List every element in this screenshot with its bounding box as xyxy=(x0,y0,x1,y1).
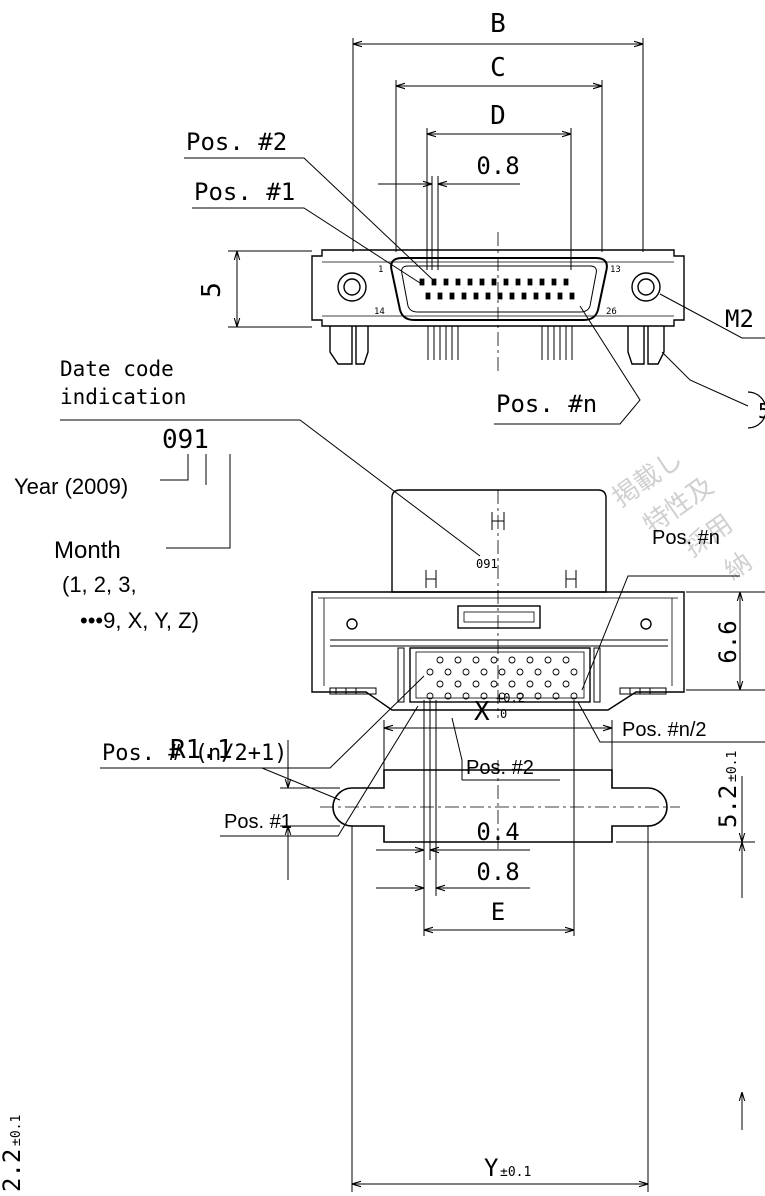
tail-pins-left xyxy=(427,326,459,360)
dim-label-B: B xyxy=(490,9,506,39)
label-posn-top: Pos. #n xyxy=(496,390,597,418)
watermark-line-4: 納 xyxy=(719,547,758,586)
pin-label-26: 26 xyxy=(606,307,617,317)
dim-label-C: C xyxy=(490,53,506,83)
front-view xyxy=(60,419,765,936)
pin-label-14: 14 xyxy=(374,307,385,317)
leader-R xyxy=(160,767,341,801)
label-pos-half-plus-one: Pos. # (n/2+1) xyxy=(102,741,287,766)
pin-row-top xyxy=(419,278,569,286)
dim-label-M2: M2 xyxy=(725,305,754,333)
dim-label-5-2: 5.2 xyxy=(714,785,742,828)
dim-label-X-tol-lower: 0 xyxy=(500,707,507,721)
dim-label-2-2: 2.2 xyxy=(0,1149,26,1192)
dim-label-2-2-tol: ±0.1 xyxy=(9,1115,24,1146)
label-pos1-top: Pos. #1 xyxy=(194,178,295,206)
contact-grid-row-4 xyxy=(426,692,578,700)
mounting-hole-right xyxy=(631,272,661,302)
d-shell xyxy=(390,257,608,321)
cutout-view xyxy=(160,720,755,1192)
body-date-code: 091 xyxy=(476,557,498,571)
contact-window xyxy=(409,647,591,703)
board-lock-left xyxy=(329,326,369,365)
dim-label-D: D xyxy=(490,101,506,131)
front-leaders xyxy=(60,419,765,837)
dimension-D xyxy=(426,128,572,270)
side-latch-right xyxy=(619,687,667,695)
dim-label-X-tol-upper: +0.2 xyxy=(496,691,525,705)
pin-label-1: 1 xyxy=(378,265,383,275)
top-view xyxy=(184,38,765,429)
dimension-B xyxy=(352,38,644,252)
side-latch-left xyxy=(329,687,377,695)
label-pos1-front: Pos. #1 xyxy=(224,811,292,833)
dimension-height-5 xyxy=(228,250,312,328)
label-month: Month xyxy=(54,537,121,564)
label-pos2-top: Pos. #2 xyxy=(186,128,287,156)
label-pos-half: Pos. #n/2 xyxy=(622,719,707,741)
front-shell-top xyxy=(391,489,607,593)
board-lock-right xyxy=(627,326,665,365)
dimension-5-2 xyxy=(616,776,755,1130)
label-date-code-value: 091 xyxy=(162,425,209,455)
dimension-pitch-top xyxy=(378,176,520,270)
cutout-outline xyxy=(332,769,668,843)
contact-grid-row-1 xyxy=(436,656,570,664)
dim-label-Y: Y xyxy=(484,1154,499,1182)
contact-grid-row-2 xyxy=(426,668,578,676)
top-leaders xyxy=(184,157,765,425)
label-month-values-2: •••9, X, Y, Z) xyxy=(80,608,199,633)
pin-label-13: 13 xyxy=(610,265,621,275)
dim-label-E: E xyxy=(491,898,505,926)
dimension-6-6 xyxy=(686,591,765,691)
dim-label-pitch-08: 0.8 xyxy=(476,858,519,886)
label-date-code-2: indication xyxy=(60,385,186,409)
tail-pins-right xyxy=(541,326,573,360)
label-posn-front: Pos. #n xyxy=(652,527,720,549)
dimension-2-2 xyxy=(280,740,340,880)
dim-label-5-2-tol: ±0.1 xyxy=(725,751,740,782)
dim-label-6-6: 6.6 xyxy=(714,620,742,663)
dimension-E xyxy=(424,700,575,936)
dimension-pitch-08 xyxy=(376,700,530,896)
label-month-values-1: (1, 2, 3, xyxy=(62,572,137,597)
dim-label-height-5: 5 xyxy=(197,282,227,298)
dim-label-pitch-top: 0.8 xyxy=(476,152,519,180)
circle-mark-partial xyxy=(747,391,765,429)
label-pos2-front: Pos. #2 xyxy=(466,757,534,779)
dimension-C xyxy=(395,80,603,252)
contact-grid-row-3 xyxy=(436,680,570,688)
dim-label-R: R1.1 xyxy=(170,735,233,765)
label-date-code-1: Date code xyxy=(60,357,174,381)
dimension-X xyxy=(383,720,613,770)
dimension-Y xyxy=(351,826,649,1192)
top-connector-body xyxy=(311,249,685,327)
mounting-hole-left xyxy=(337,272,367,302)
label-year: Year (2009) xyxy=(14,474,128,499)
pin-row-bottom xyxy=(425,292,575,300)
dim-label-Y-tol: ±0.1 xyxy=(500,1165,531,1180)
dim-label-X: X xyxy=(474,697,490,727)
circle-mark-label: 5 xyxy=(758,399,765,423)
